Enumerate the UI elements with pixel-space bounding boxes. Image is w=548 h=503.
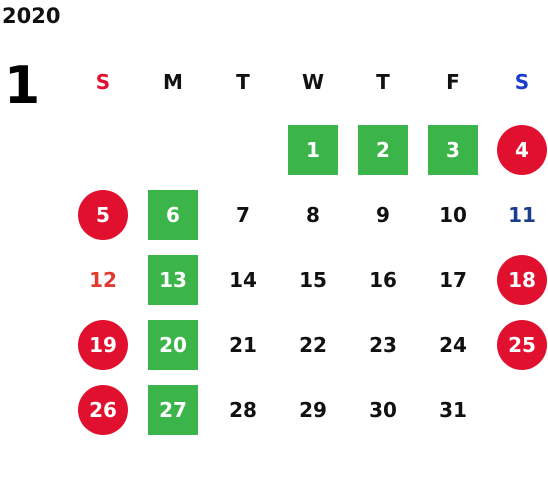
- calendar-day-16[interactable]: 16: [369, 268, 397, 292]
- calendar-day-6[interactable]: 6: [148, 190, 198, 240]
- calendar-day-30[interactable]: 30: [369, 398, 397, 422]
- weekday-header-tue: T: [236, 70, 250, 94]
- calendar-day-22[interactable]: 22: [299, 333, 327, 357]
- weekday-header-sat: S: [514, 70, 530, 94]
- calendar-day-31[interactable]: 31: [439, 398, 467, 422]
- calendar-day-14[interactable]: 14: [229, 268, 257, 292]
- weekday-header-mon: M: [163, 70, 183, 94]
- weekday-header-fri: F: [446, 70, 460, 94]
- calendar-day-24[interactable]: 24: [439, 333, 467, 357]
- calendar-day-29[interactable]: 29: [299, 398, 327, 422]
- calendar-day-27[interactable]: 27: [148, 385, 198, 435]
- calendar-day-19[interactable]: 19: [78, 320, 128, 370]
- calendar-day-25[interactable]: 25: [497, 320, 547, 370]
- calendar-day-15[interactable]: 15: [299, 268, 327, 292]
- weekday-header-wed: W: [301, 70, 325, 94]
- calendar-day-20[interactable]: 20: [148, 320, 198, 370]
- calendar-day-13[interactable]: 13: [148, 255, 198, 305]
- calendar-year: 2020: [2, 4, 61, 28]
- calendar-day-3[interactable]: 3: [428, 125, 478, 175]
- calendar-day-11[interactable]: 11: [508, 203, 536, 227]
- calendar-day-28[interactable]: 28: [229, 398, 257, 422]
- weekday-header-sun: S: [95, 70, 111, 94]
- calendar-day-7[interactable]: 7: [236, 203, 250, 227]
- weekday-header-thu: T: [376, 70, 390, 94]
- calendar-day-1[interactable]: 1: [288, 125, 338, 175]
- calendar-day-12[interactable]: 12: [89, 268, 117, 292]
- calendar-day-18[interactable]: 18: [497, 255, 547, 305]
- calendar-day-5[interactable]: 5: [78, 190, 128, 240]
- calendar-day-21[interactable]: 21: [229, 333, 257, 357]
- calendar-day-23[interactable]: 23: [369, 333, 397, 357]
- calendar-month: 1: [4, 56, 41, 116]
- calendar-day-9[interactable]: 9: [376, 203, 390, 227]
- calendar-day-17[interactable]: 17: [439, 268, 467, 292]
- calendar-day-26[interactable]: 26: [78, 385, 128, 435]
- calendar-day-2[interactable]: 2: [358, 125, 408, 175]
- calendar-day-10[interactable]: 10: [439, 203, 467, 227]
- calendar-day-4[interactable]: 4: [497, 125, 547, 175]
- calendar-day-8[interactable]: 8: [306, 203, 320, 227]
